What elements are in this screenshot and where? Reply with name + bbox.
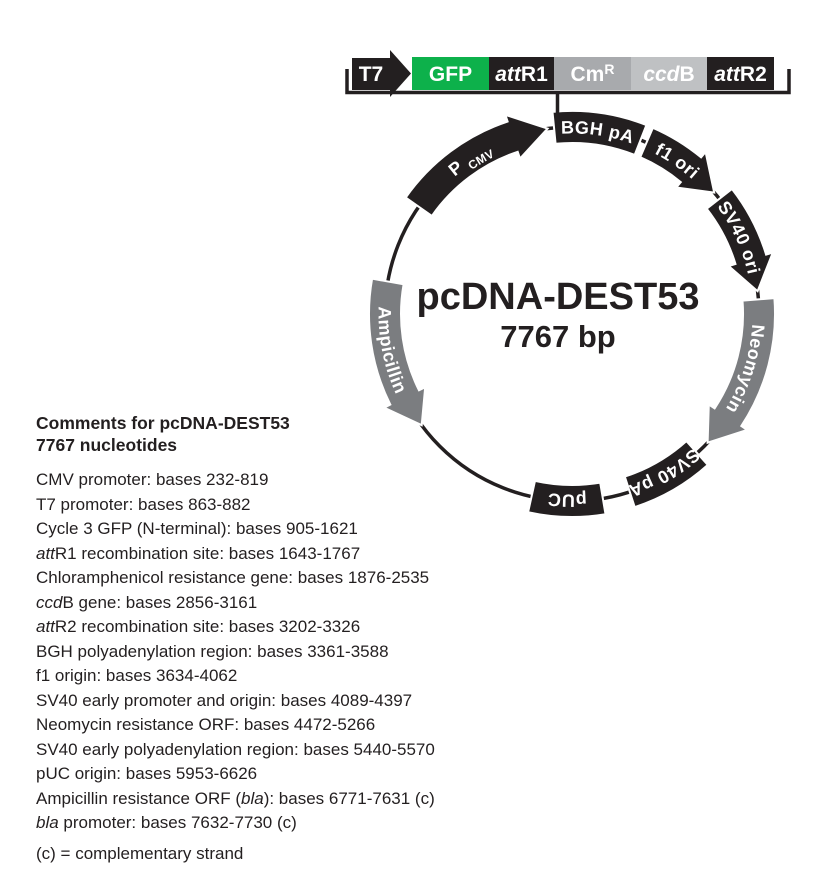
feature-f1-ori	[638, 126, 716, 194]
comments-list: CMV promoter: bases 232-819 T7 promoter: …	[36, 468, 536, 836]
cassette-attr2-block	[707, 57, 774, 90]
comments-section: Comments for pcDNA-DEST53 7767 nucleotid…	[36, 413, 536, 864]
cassette-attr2-label: attR2	[714, 63, 767, 86]
comments-title-line2: 7767 nucleotides	[36, 434, 178, 455]
feature-ampicillin	[367, 277, 427, 427]
comment-item: Neomycin resistance ORF: bases 4472-5266	[36, 715, 376, 734]
comments-title-line1: Comments for pcDNA-DEST53	[36, 413, 290, 433]
cassette-gfp-label: GFP	[429, 63, 472, 86]
cassette-cmr-block	[554, 57, 631, 90]
comment-item: attR2 recombination site: bases 3202-332…	[36, 617, 361, 636]
comment-item: BGH polyadenylation region: bases 3361-3…	[36, 641, 389, 661]
comment-item: pUC origin: bases 5953-6626	[36, 764, 258, 783]
plasmid-name: pcDNA-DEST53	[416, 276, 700, 318]
feature-label-puc: pUC	[547, 489, 588, 511]
cassette-ccdb-label: ccdB	[643, 63, 694, 86]
comment-item: SV40 early promoter and origin: bases 40…	[36, 690, 413, 710]
feature-neomycin	[706, 297, 776, 445]
feature-bgh-pa	[551, 109, 648, 157]
feature-sv40-pa	[623, 439, 710, 509]
cassette-gfp-block	[412, 57, 489, 90]
feature-pcmv	[404, 113, 550, 218]
comment-item: CMV promoter: bases 232-819	[36, 470, 269, 489]
comment-item: f1 origin: bases 3634-4062	[36, 666, 238, 685]
comment-item: attR1 recombination site: bases 1643-176…	[36, 543, 361, 563]
comment-item: bla promoter: bases 7632-7730 (c)	[36, 813, 297, 832]
cassette-attr1-label: attR1	[495, 63, 548, 86]
cassette-bracket	[345, 69, 791, 95]
comment-item: Ampicillin resistance ORF (bla): bases 6…	[36, 788, 435, 808]
comment-item: ccdB gene: bases 2856-3161	[36, 592, 258, 612]
feature-puc	[526, 479, 607, 518]
expression-cassette: T7 GFP attR1 CmR ccdB attR2	[345, 50, 791, 124]
plasmid-size: 7767 bp	[500, 319, 616, 354]
cassette-t7-label: T7	[359, 63, 384, 86]
comment-item: Cycle 3 GFP (N-terminal): bases 905-1621	[36, 519, 358, 538]
cassette-cmr-label: CmR	[571, 61, 615, 86]
cassette-t7-arrow	[352, 50, 411, 97]
comment-item: T7 promoter: bases 863-882	[36, 494, 251, 514]
cassette-ccdb-block	[631, 57, 707, 90]
comments-footnote: (c) = complementary strand	[36, 843, 244, 863]
feature-sv40-ori	[705, 187, 775, 293]
cassette-attr1-block	[489, 57, 554, 90]
comment-item: Chloramphenicol resistance gene: bases 1…	[36, 568, 430, 587]
comment-item: SV40 early polyadenylation region: bases…	[36, 739, 435, 759]
